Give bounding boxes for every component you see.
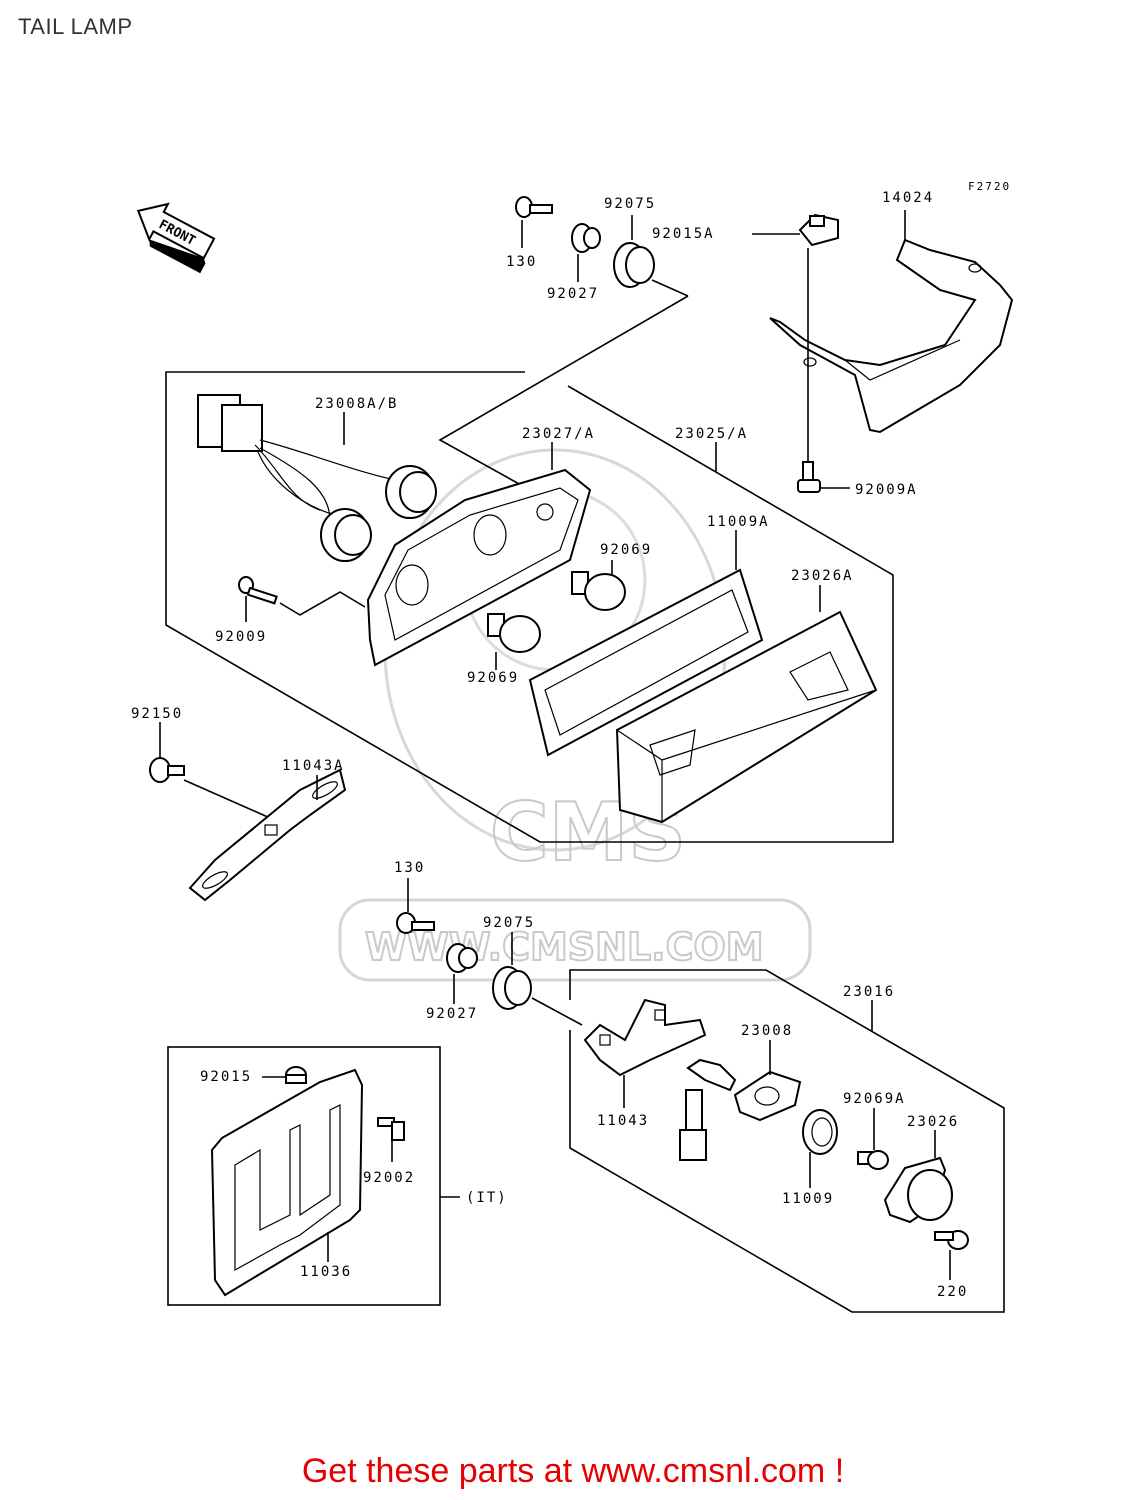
label-11036: 11036 bbox=[300, 1264, 352, 1280]
parts-diagram: CMS WWW.CMSNL.COM FRONT F2720 14024 9201… bbox=[131, 180, 1014, 1313]
label-92069A: 92069A bbox=[843, 1091, 906, 1107]
nut-92015A bbox=[798, 213, 839, 247]
grommet-92075-bottom bbox=[492, 966, 532, 1010]
screw-130-top bbox=[515, 196, 553, 218]
label-23026A: 23026A bbox=[791, 568, 854, 584]
label-130-top: 130 bbox=[506, 254, 537, 270]
bulb-92069-lower bbox=[487, 613, 541, 653]
bulb-92069A bbox=[857, 1150, 889, 1170]
label-23008AB: 23008A/B bbox=[315, 396, 398, 412]
label-92015A: 92015A bbox=[652, 226, 715, 242]
label-92027-bottom: 92027 bbox=[426, 1006, 478, 1022]
assembly-frame-it bbox=[167, 1046, 441, 1306]
ring-11009 bbox=[802, 1109, 838, 1155]
label-14024: 14024 bbox=[882, 190, 934, 206]
label-92009A: 92009A bbox=[855, 482, 918, 498]
nut-92015 bbox=[285, 1066, 307, 1084]
assembly-frame-23025 bbox=[165, 371, 894, 843]
screw-130-bottom bbox=[396, 912, 435, 934]
screw-92009 bbox=[238, 576, 278, 605]
rear-bracket-14024 bbox=[769, 238, 1014, 434]
label-23027A: 23027/A bbox=[522, 426, 595, 442]
diagram-code: F2720 bbox=[968, 180, 1011, 193]
bulb-92069-upper bbox=[571, 571, 626, 611]
watermark-url: WWW.CMSNL.COM bbox=[365, 925, 764, 969]
lens-23026 bbox=[883, 1156, 953, 1224]
label-92075-bottom: 92075 bbox=[483, 915, 535, 931]
label-92002: 92002 bbox=[363, 1170, 415, 1186]
label-92027-top: 92027 bbox=[547, 286, 599, 302]
label-11009: 11009 bbox=[782, 1191, 834, 1207]
license-plate-11036 bbox=[210, 1068, 364, 1297]
label-23025A: 23025/A bbox=[675, 426, 748, 442]
stay-11043A bbox=[188, 768, 347, 902]
label-92069-lower: 92069 bbox=[467, 670, 519, 686]
label-220: 220 bbox=[937, 1284, 968, 1300]
bolt-92002 bbox=[377, 1117, 405, 1141]
label-92075-top: 92075 bbox=[604, 196, 656, 212]
screw-220 bbox=[934, 1230, 969, 1250]
bolt-92150 bbox=[149, 757, 185, 783]
label-11043: 11043 bbox=[597, 1113, 649, 1129]
label-23016: 23016 bbox=[843, 984, 895, 1000]
label-11043A: 11043A bbox=[282, 758, 345, 774]
label-11009A: 11009A bbox=[707, 514, 770, 530]
label-92015: 92015 bbox=[200, 1069, 252, 1085]
gasket-11009A bbox=[528, 568, 764, 757]
label-it: (IT) bbox=[466, 1190, 508, 1206]
collar-92027-top bbox=[571, 223, 601, 253]
label-23008: 23008 bbox=[741, 1023, 793, 1039]
assembly-frame-23016 bbox=[569, 969, 1005, 1313]
label-130-bottom: 130 bbox=[394, 860, 425, 876]
footer-link[interactable]: Get these parts at www.cmsnl.com ! bbox=[301, 1452, 845, 1490]
front-arrow-icon: FRONT bbox=[136, 202, 216, 274]
label-92150: 92150 bbox=[131, 706, 183, 722]
harness-23008AB bbox=[197, 394, 437, 562]
socket-23008 bbox=[679, 1058, 802, 1161]
label-92069-upper: 92069 bbox=[600, 542, 652, 558]
stay-11043 bbox=[583, 998, 707, 1077]
grommet-92075-top bbox=[613, 242, 655, 288]
collar-92027-bottom bbox=[446, 943, 478, 973]
label-23026: 23026 bbox=[907, 1114, 959, 1130]
lens-23026A bbox=[615, 610, 878, 824]
bolt-92009A bbox=[797, 461, 821, 493]
page-title: TAIL LAMP bbox=[18, 14, 133, 39]
label-92009: 92009 bbox=[215, 629, 267, 645]
housing-23027A bbox=[366, 468, 592, 667]
